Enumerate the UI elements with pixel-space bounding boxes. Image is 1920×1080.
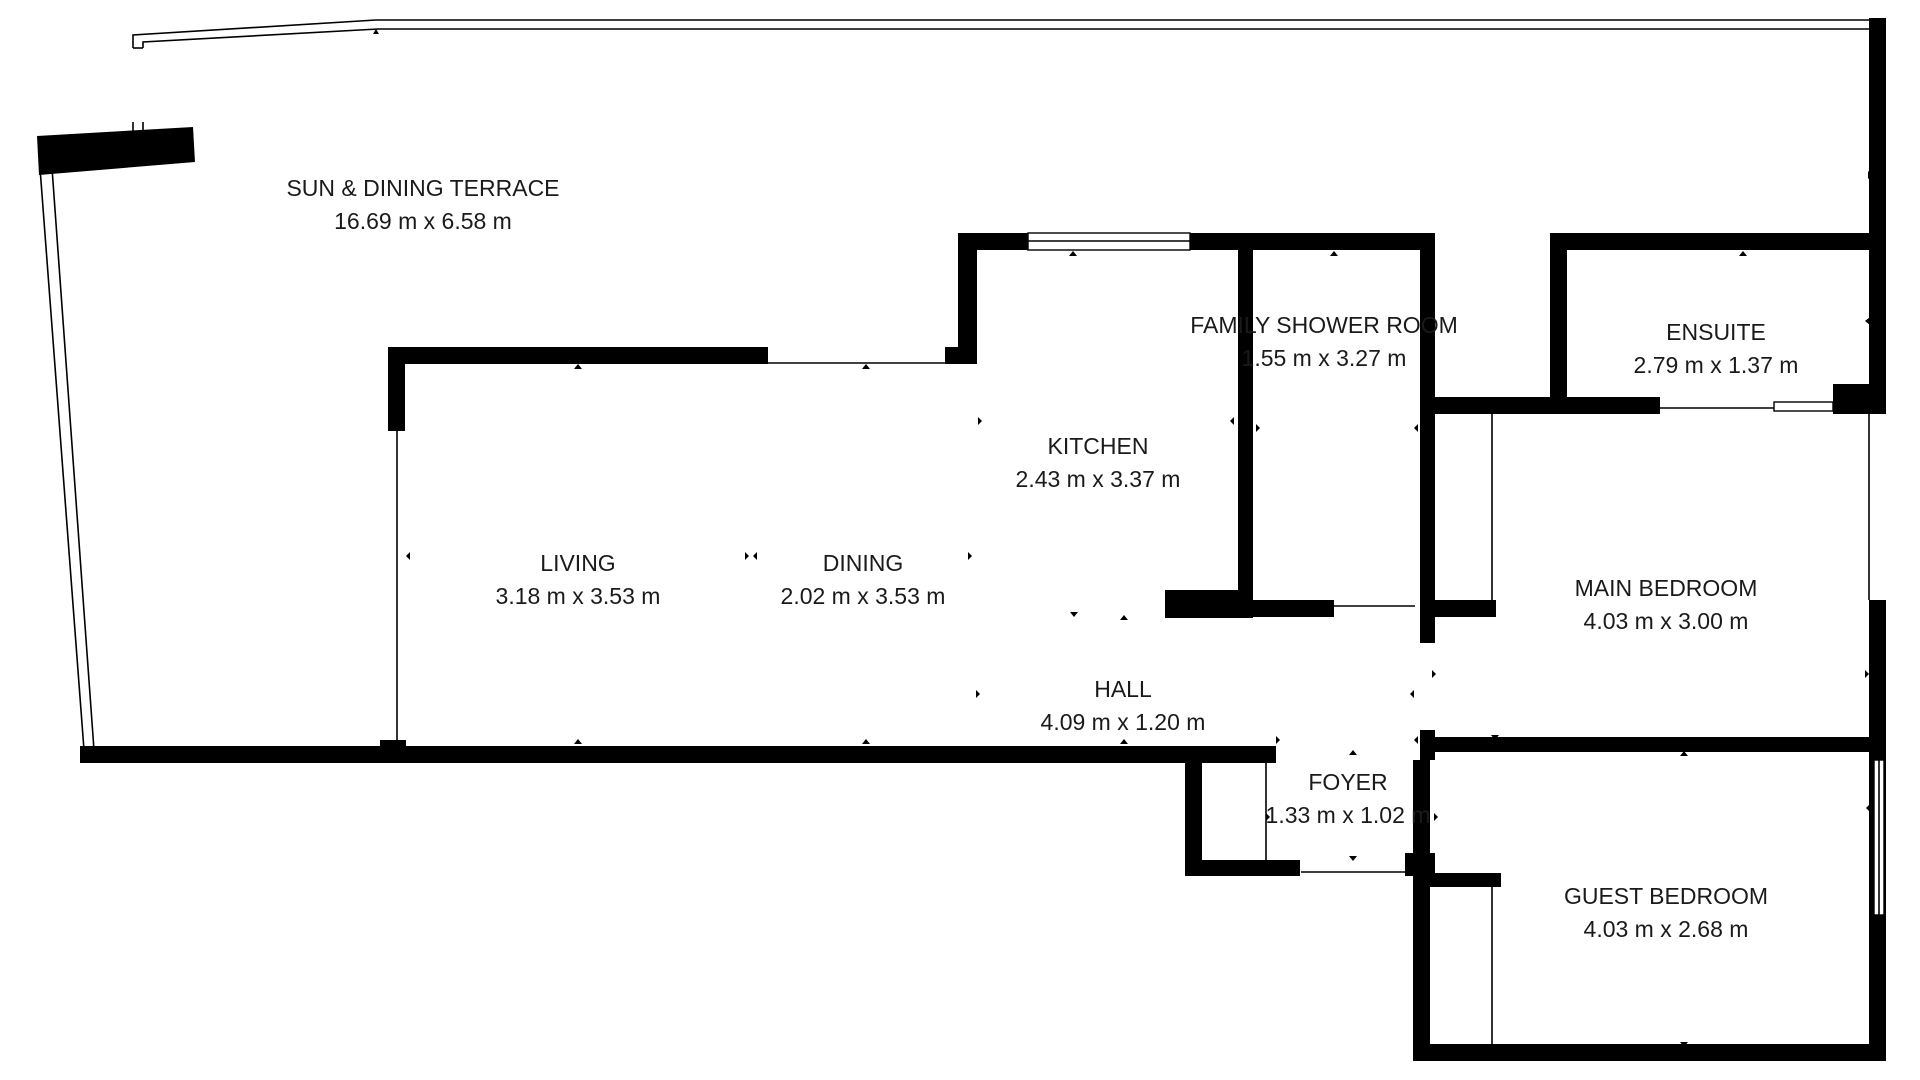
dimension-markers <box>373 29 1873 1047</box>
walls <box>37 18 1886 1061</box>
kitchen-name: KITCHEN <box>1048 433 1149 459</box>
guest-bedroom-name: GUEST BEDROOM <box>1564 883 1768 909</box>
terrace-dims: 16.69 m x 6.58 m <box>334 208 512 234</box>
living-name: LIVING <box>540 550 615 576</box>
foyer-name: FOYER <box>1308 769 1387 795</box>
dining-dims: 2.02 m x 3.53 m <box>781 583 946 609</box>
windows <box>396 232 1885 1044</box>
room-labels: SUN & DINING TERRACE 16.69 m x 6.58 m LI… <box>286 175 1798 942</box>
shower-room-dims: 1.55 m x 3.27 m <box>1242 345 1407 371</box>
kitchen-dims: 2.43 m x 3.37 m <box>1016 466 1181 492</box>
shower-room-name: FAMILY SHOWER ROOM <box>1190 312 1458 338</box>
terrace-name: SUN & DINING TERRACE <box>286 175 559 201</box>
ensuite-name: ENSUITE <box>1666 319 1766 345</box>
main-bedroom-name: MAIN BEDROOM <box>1575 575 1758 601</box>
terrace-outline <box>39 19 1884 751</box>
living-dims: 3.18 m x 3.53 m <box>496 583 661 609</box>
dining-name: DINING <box>823 550 904 576</box>
hall-dims: 4.09 m x 1.20 m <box>1041 709 1206 735</box>
main-bedroom-dims: 4.03 m x 3.00 m <box>1584 608 1749 634</box>
guest-bedroom-dims: 4.03 m x 2.68 m <box>1584 916 1749 942</box>
foyer-dims: 1.33 m x 1.02 m <box>1266 802 1431 828</box>
hall-name: HALL <box>1094 676 1152 702</box>
ensuite-dims: 2.79 m x 1.37 m <box>1634 352 1799 378</box>
